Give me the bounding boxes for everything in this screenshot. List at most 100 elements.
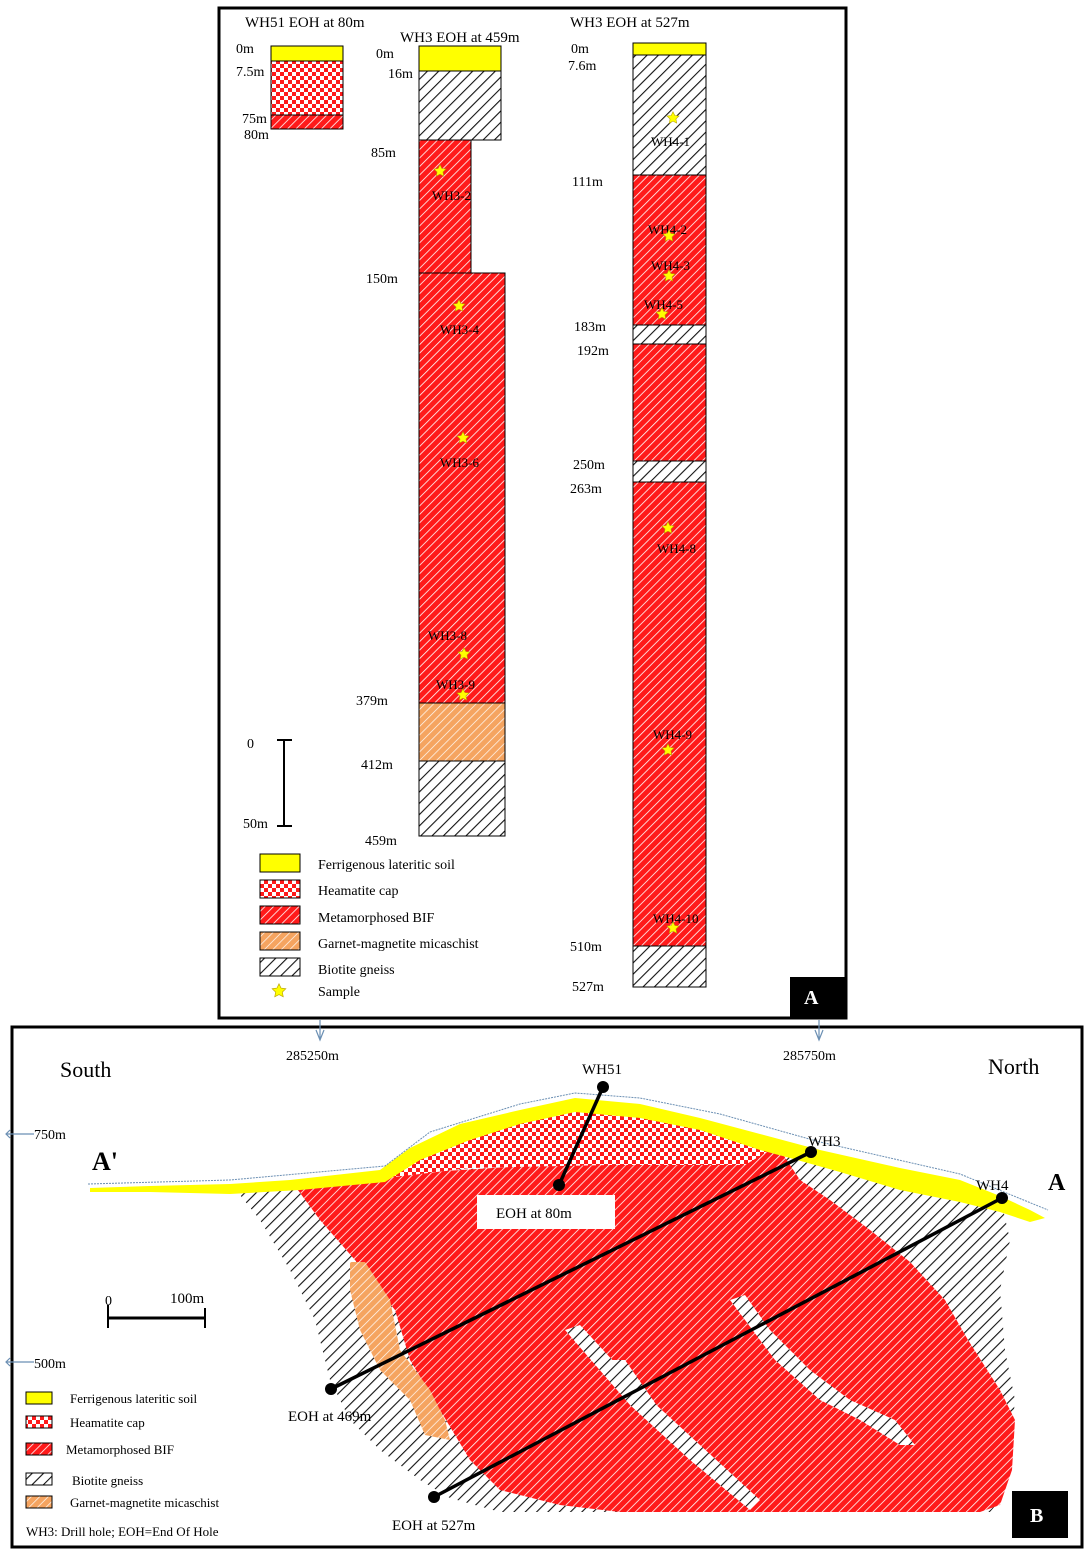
scale-bar-a: 0 50m: [243, 737, 292, 832]
eoh-marker-wh4: [428, 1491, 440, 1503]
wh4-soil-interval: [632, 42, 707, 56]
legend-b-swatch-soil: [25, 1391, 53, 1405]
legend-swatch-bif: [259, 905, 301, 925]
wh3-soil-interval: [418, 45, 502, 72]
wh3-gneiss-upper-interval: [418, 70, 502, 141]
legend-b-label: Garnet-magnetite micaschist: [70, 1495, 219, 1510]
wh4-depth-183: 183m: [574, 320, 606, 335]
wh51-cap-interval: [270, 60, 344, 116]
wh4-gneiss-interval-3: [632, 460, 707, 483]
wh3-bif-lower-interval: [418, 272, 506, 704]
legend-b-label: Metamorphosed BIF: [66, 1442, 174, 1457]
easting-label: 285750m: [783, 1049, 836, 1064]
scale-b-zero: 0: [105, 1294, 112, 1309]
topography-line: [87, 1092, 1049, 1211]
eoh-label-wh3: EOH at 469m: [288, 1409, 372, 1425]
panel-a: WH51 EOH at 80m 0m 7.5m 75m 80m WH3 EOH …: [217, 6, 848, 1020]
garnet-body: [350, 1262, 450, 1440]
soil-layer: [90, 1098, 1045, 1222]
eoh-marker-wh51: [553, 1179, 565, 1191]
panel-a-label-box: [790, 977, 846, 1018]
easting-ticks: 285250m 285750m: [286, 1020, 836, 1064]
direction-south: South: [60, 1057, 111, 1082]
wh4-depth-192: 192m: [577, 344, 609, 359]
column-wh51: WH51 EOH at 80m 0m 7.5m 75m 80m: [236, 15, 365, 143]
legend-b-swatch-gneiss: [25, 1472, 53, 1486]
wh51-depth-80: 80m: [244, 128, 269, 143]
hole-label-wh3: WH3: [808, 1134, 841, 1150]
wh3-depth-0: 0m: [376, 47, 394, 62]
section-end-left: A': [92, 1147, 118, 1176]
panel-b-label-box: [1012, 1491, 1068, 1538]
legend-a: Ferrigenous lateritic soil Heamatite cap…: [259, 853, 479, 1000]
column-wh4: WH3 EOH at 527m 0m 7.6m 111m 183m 192m 2…: [568, 15, 707, 995]
wh4-depth-111: 111m: [572, 175, 603, 190]
wh3-depth-16: 16m: [388, 67, 413, 82]
wh3-sample-label: WH3-2: [432, 188, 471, 203]
legend-swatch-gneiss: [259, 957, 301, 977]
wh4-sample-label: WH4-2: [648, 222, 687, 237]
wh4-gneiss-interval-1: [632, 54, 707, 176]
collar-wh51: [597, 1081, 609, 1093]
elevation-tick-icon: [5, 1357, 34, 1367]
scale-a-top: 0: [247, 737, 254, 752]
wh3-depth-379: 379m: [356, 694, 388, 709]
panel-b-label: B: [1030, 1505, 1043, 1527]
eoh-label-box: [477, 1195, 615, 1229]
eoh-marker-wh3: [325, 1383, 337, 1395]
section-end-right: A: [1048, 1170, 1066, 1196]
elevation-label: 750m: [34, 1128, 66, 1143]
wh3-depth-150: 150m: [366, 272, 398, 287]
elevation-label: 500m: [34, 1357, 66, 1372]
legend-b-label: Biotite gneiss: [72, 1473, 143, 1488]
scale-b-length: 100m: [170, 1291, 205, 1307]
wh51-soil-interval: [270, 45, 344, 62]
legend-swatch-cap: [259, 879, 301, 899]
legend-a-label: Metamorphosed BIF: [318, 911, 434, 926]
legend-a-label: Garnet-magnetite micaschist: [318, 937, 479, 952]
legend-b-swatch-garnet: [25, 1495, 53, 1509]
scale-bar-b: 0 100m: [105, 1291, 206, 1328]
wh3-depth-459: 459m: [365, 834, 397, 849]
wh4-depth-263: 263m: [570, 482, 602, 497]
wh4-sample-label: WH4-9: [653, 727, 692, 742]
wh51-bif-interval: [270, 114, 344, 130]
wh3-sample-label: WH3-4: [440, 322, 479, 337]
wh3-sample-label: WH3-6: [440, 455, 479, 470]
wh4-title: WH3 EOH at 527m: [570, 15, 690, 31]
legend-b-label: Heamatite cap: [70, 1415, 145, 1430]
easting-label: 285250m: [286, 1049, 339, 1064]
drill-trace-wh3: [330, 1150, 812, 1391]
wh3-gneiss-lower-interval: [418, 760, 506, 837]
wh51-depth-75: 75m: [242, 112, 267, 127]
collar-wh4: [996, 1192, 1008, 1204]
legend-b-swatch-cap: [25, 1415, 53, 1429]
wh51-depth-7-5: 7.5m: [236, 65, 265, 80]
wh4-sample-label: WH4-10: [653, 911, 699, 926]
wh4-depth-0: 0m: [571, 42, 589, 57]
hole-label-wh51: WH51: [582, 1062, 622, 1078]
hole-label-wh4: WH4: [976, 1178, 1009, 1194]
wh4-depth-250: 250m: [573, 458, 605, 473]
gneiss-stringer: [730, 1295, 915, 1445]
legend-b-swatch-bif: [25, 1442, 53, 1456]
wh3-garnet-interval: [418, 702, 506, 762]
wh4-sample-label: WH4-1: [651, 134, 690, 149]
legend-b-footnote: WH3: Drill hole; EOH=End Of Hole: [26, 1524, 219, 1539]
scale-a-bottom: 50m: [243, 817, 268, 832]
panel-a-frame: [217, 6, 848, 1020]
wh4-depth-527: 527m: [572, 980, 604, 995]
wh51-depth-0: 0m: [236, 42, 254, 57]
legend-a-label: Sample: [318, 985, 360, 1000]
wh3-bif-upper-interval: [418, 139, 472, 274]
wh3-depth-85: 85m: [371, 146, 396, 161]
wh4-depth-510: 510m: [570, 940, 602, 955]
drill-trace-wh51: [557, 1086, 605, 1186]
legend-b-label: Ferrigenous lateritic soil: [70, 1391, 197, 1406]
wh4-gneiss-interval-4: [632, 945, 707, 988]
elevation-ticks: 750m 500m: [5, 1128, 66, 1372]
wh4-bif-interval-1: [632, 174, 707, 326]
wh4-bif-interval-2: [632, 343, 707, 462]
direction-north: North: [988, 1054, 1039, 1079]
